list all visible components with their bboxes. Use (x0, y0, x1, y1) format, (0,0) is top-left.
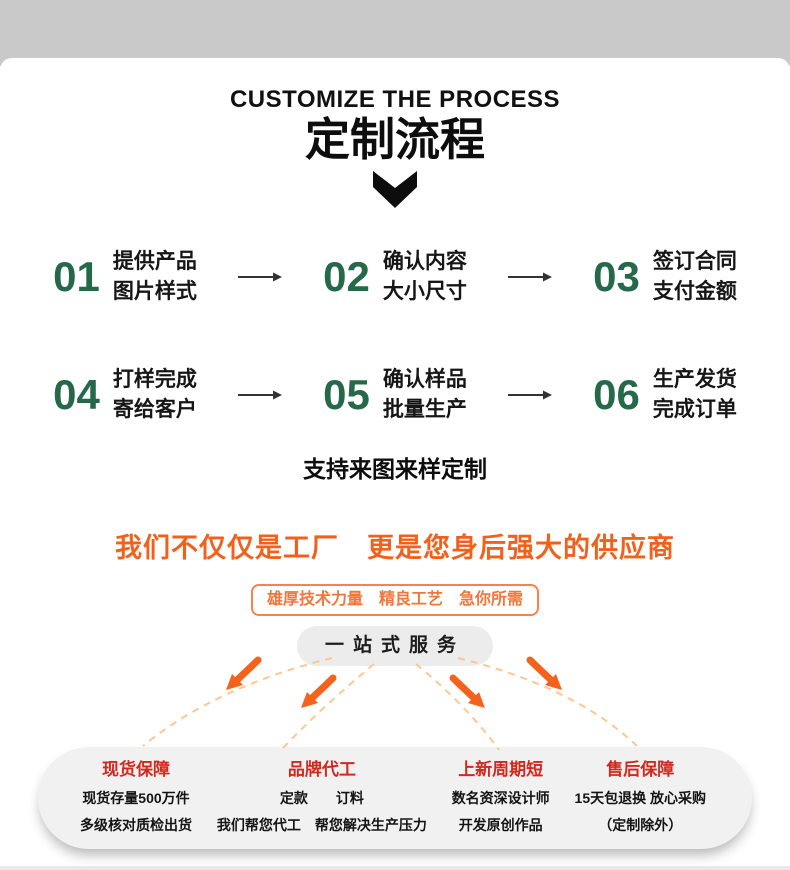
service-column-oem: 品牌代工 定款 订料 我们帮您代工 帮您解决生产压力 (217, 760, 427, 834)
step-number: 02 (323, 253, 370, 300)
right-arrow-icon (225, 271, 295, 283)
process-step-03: 03 签订合同 支付金额 (565, 247, 765, 307)
step-line2: 批量生产 (382, 398, 467, 421)
step-line1: 确认内容 (382, 250, 467, 273)
step-line1: 打样完成 (112, 368, 197, 391)
right-arrow-icon (495, 271, 565, 283)
column-title: 售后保障 (606, 760, 675, 779)
column-title: 上新周期短 (458, 760, 544, 779)
page-title: 定制流程 (304, 114, 485, 165)
process-step-04: 04 打样完成 寄给客户 (25, 365, 225, 425)
step-number: 05 (323, 371, 370, 418)
column-row: （定制除外） (598, 817, 683, 833)
step-line2: 大小尺寸 (382, 280, 467, 303)
column-row: 我们帮您代工 帮您解决生产压力 (216, 817, 427, 833)
right-arrow-icon (225, 389, 295, 401)
step-number: 06 (593, 371, 640, 418)
step-text: 确认内容 大小尺寸 (383, 247, 467, 307)
process-row-1: 01 提供产品 图片样式 02 确认内容 大小尺寸 03 (25, 246, 765, 308)
column-title: 品牌代工 (287, 760, 356, 779)
step-text: 生产发货 完成订单 (653, 365, 737, 425)
service-column-newcycle: 上新周期短 数名资深设计师 开发原创作品 (452, 760, 550, 834)
support-note: 支持来图来样定制 (303, 456, 487, 482)
step-line1: 签订合同 (652, 250, 737, 273)
column-row: 定款 订料 (279, 790, 364, 806)
service-column-aftersale: 售后保障 15天包退换 放心采购 （定制除外） (575, 760, 706, 834)
step-text: 确认样品 批量生产 (383, 365, 467, 425)
step-number: 01 (53, 253, 100, 300)
step-text: 签订合同 支付金额 (653, 247, 737, 307)
column-row: 现货存量500万件 (82, 790, 190, 806)
service-capsule: 现货保障 现货存量500万件 多级核对质检出货 品牌代工 定款 订料 我们帮您代… (38, 747, 752, 849)
step-line2: 完成订单 (652, 398, 737, 421)
process-step-05: 05 确认样品 批量生产 (295, 365, 495, 425)
right-arrow-icon (495, 389, 565, 401)
next-section-edge (0, 866, 790, 870)
header-subtitle-en: CUSTOMIZE THE PROCESS (229, 86, 561, 113)
supplier-title: 我们不仅仅是工厂 更是您身后强大的供应商 (115, 533, 675, 563)
step-text: 打样完成 寄给客户 (113, 365, 197, 425)
page-background-band (0, 0, 790, 66)
column-row: 开发原创作品 (458, 817, 543, 833)
tagline-box: 雄厚技术力量 精良工艺 急你所需 (250, 584, 539, 616)
column-row: 15天包退换 放心采购 (574, 790, 706, 806)
step-number: 04 (53, 371, 100, 418)
process-step-02: 02 确认内容 大小尺寸 (295, 247, 495, 307)
step-text: 提供产品 图片样式 (113, 247, 197, 307)
step-line1: 提供产品 (112, 250, 197, 273)
step-line1: 生产发货 (652, 368, 737, 391)
chevron-down-icon (373, 171, 417, 208)
column-row: 数名资深设计师 (451, 790, 550, 806)
process-row-2: 04 打样完成 寄给客户 05 确认样品 批量生产 06 (25, 364, 765, 426)
column-title: 现货保障 (102, 760, 170, 779)
step-line2: 图片样式 (112, 280, 197, 303)
column-row: 多级核对质检出货 (80, 817, 192, 833)
service-column-stock: 现货保障 现货存量500万件 多级核对质检出货 (80, 760, 192, 834)
content-card: CUSTOMIZE THE PROCESS 定制流程 01 提供产品 图片样式 … (0, 58, 790, 870)
step-line2: 寄给客户 (112, 398, 197, 421)
one-stop-service-badge: 一站式服务 (296, 626, 493, 666)
step-line1: 确认样品 (382, 368, 467, 391)
step-number: 03 (593, 253, 640, 300)
process-step-06: 06 生产发货 完成订单 (565, 365, 765, 425)
step-line2: 支付金额 (652, 280, 737, 303)
process-step-01: 01 提供产品 图片样式 (25, 247, 225, 307)
